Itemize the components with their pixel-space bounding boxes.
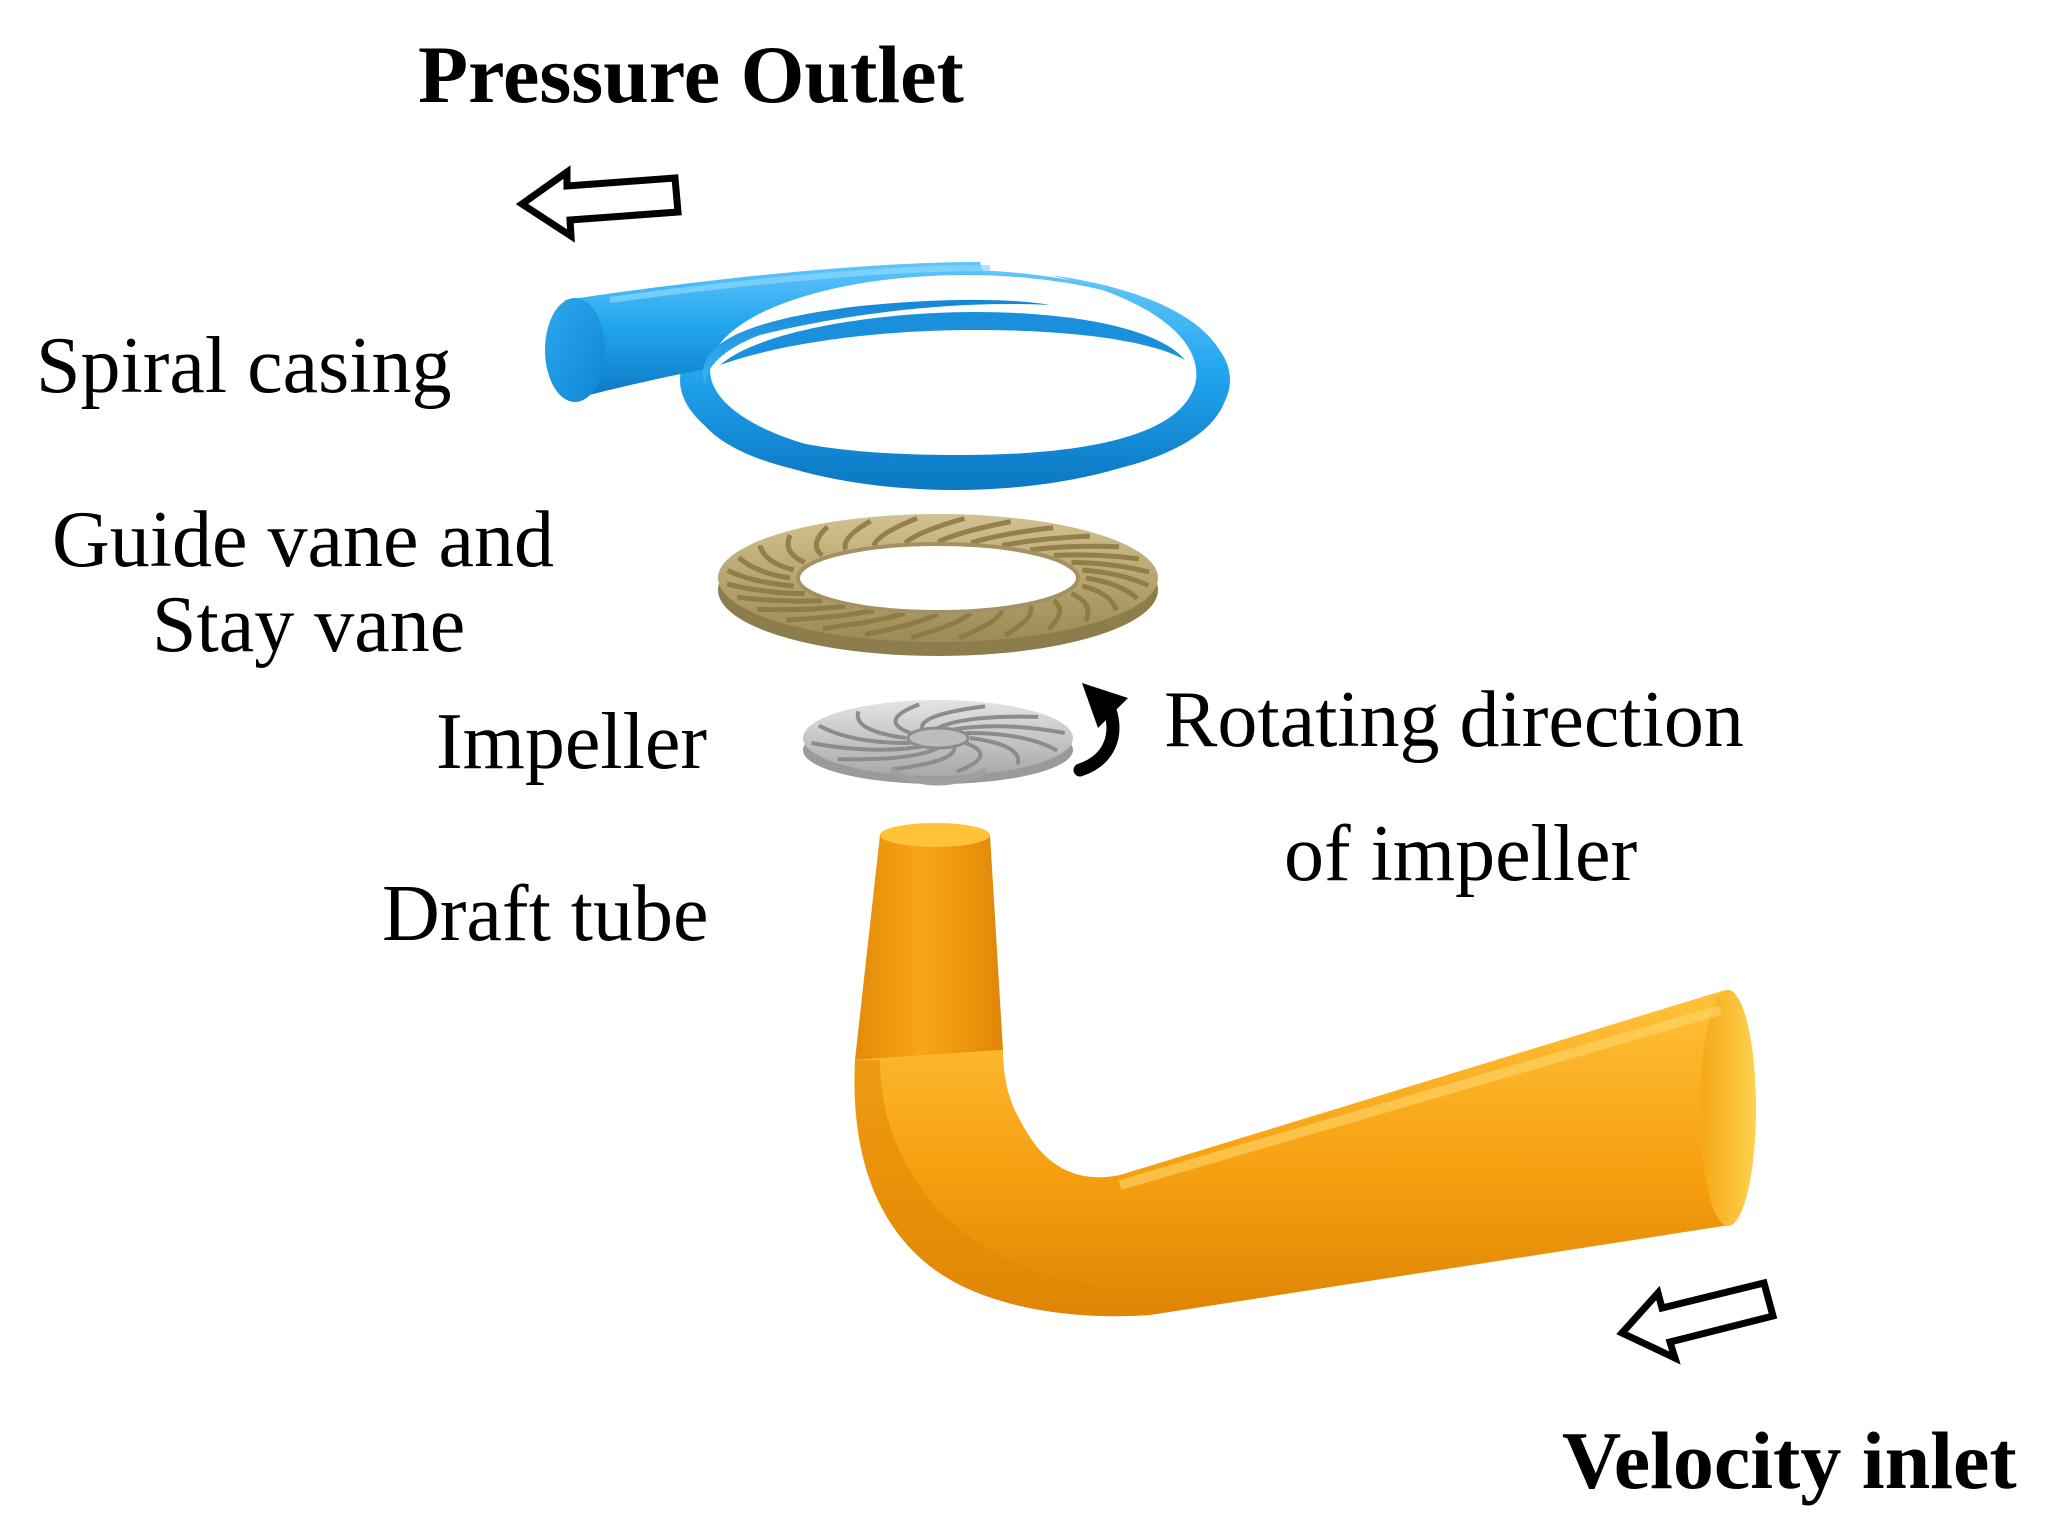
guide-vane-blade: [1053, 552, 1140, 562]
rotation-arrow-icon: [1073, 683, 1128, 777]
impeller-blade: [811, 741, 923, 752]
draft-tube-label: Draft tube: [382, 870, 709, 958]
guide-vane-blade: [910, 611, 973, 640]
guide-vane-blade: [1071, 559, 1150, 575]
guide-vane-label-line2: Stay vane: [152, 581, 466, 669]
guide-vane-blade: [1004, 605, 1034, 638]
guide-vane-blade: [785, 533, 806, 565]
guide-vane-blade: [1029, 543, 1120, 553]
guide-vane-ring: [718, 514, 1158, 656]
guide-vane-blade: [957, 609, 1005, 641]
impeller-blade: [953, 724, 1065, 735]
rotating-direction-label-line1: Rotating direction: [1164, 676, 1744, 764]
guide-vane-blade: [1001, 533, 1091, 549]
guide-vane-blade: [813, 524, 830, 558]
impeller-blade: [855, 710, 907, 740]
impeller-part: [803, 700, 1073, 786]
impeller-blade: [969, 736, 1021, 766]
impeller-blade: [937, 714, 1039, 730]
impeller-blade: [956, 741, 983, 774]
guide-vane-blade: [871, 515, 919, 547]
guide-vane-blade: [785, 607, 875, 623]
outlet-arrow-icon: [515, 165, 682, 243]
impeller-blade: [919, 704, 986, 730]
guide-vane-blade: [822, 610, 906, 631]
guide-vane-blade: [1081, 583, 1119, 612]
guide-vane-label-line1: Guide vane and: [52, 496, 555, 584]
inlet-arrow-icon: [1616, 1278, 1778, 1365]
guide-vane-blade: [757, 544, 795, 573]
guide-vane-blade: [726, 568, 794, 589]
velocity-inlet-label: Velocity inlet: [1562, 1415, 2017, 1506]
impeller-blade: [965, 730, 1059, 753]
impeller-blade: [890, 746, 957, 772]
guide-vane-blade: [736, 594, 823, 604]
impeller-blade: [893, 702, 920, 735]
guide-vane-blade: [756, 603, 847, 613]
guide-vane-blade: [1082, 567, 1150, 588]
impeller-label: Impeller: [436, 698, 707, 786]
guide-vane-blade: [903, 516, 966, 545]
draft-tube-part: [854, 823, 1756, 1317]
guide-vane-blade: [737, 555, 791, 581]
guide-vane-blade: [970, 525, 1054, 546]
guide-vane-blade: [864, 611, 940, 637]
pressure-outlet-label: Pressure Outlet: [418, 29, 964, 120]
rotating-direction-label-line2: of impeller: [1284, 810, 1638, 898]
guide-vane-blade: [1046, 598, 1063, 632]
guide-vane-blade: [936, 519, 1012, 545]
spiral-casing-label: Spiral casing: [36, 322, 452, 410]
guide-vane-blade: [1070, 591, 1091, 623]
impeller-blade: [817, 723, 911, 746]
impeller-blade: [837, 746, 939, 762]
spiral-casing: [545, 262, 1230, 490]
guide-vane-blade: [842, 518, 872, 551]
guide-vane-blade: [1085, 575, 1139, 601]
guide-vane-blade: [726, 581, 805, 597]
